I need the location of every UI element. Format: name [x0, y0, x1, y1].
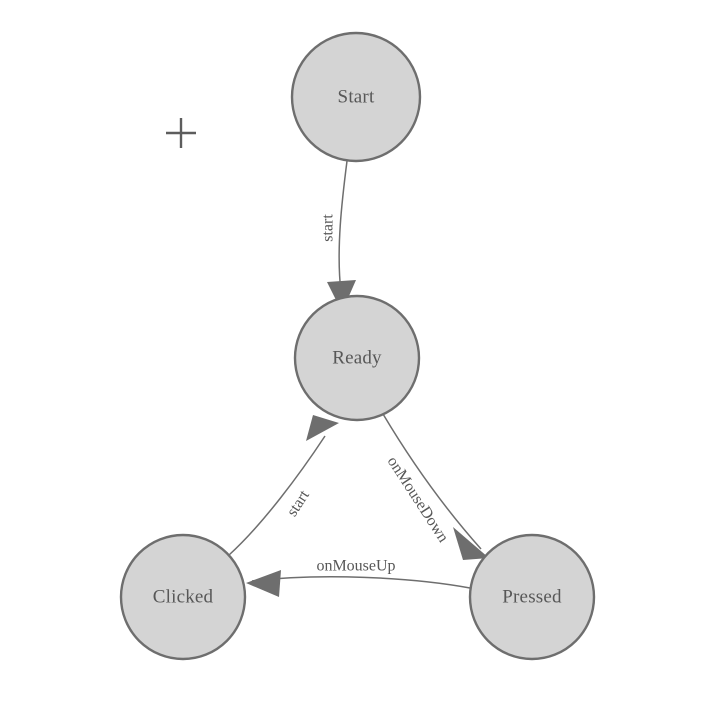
node-start[interactable]: Start — [290, 31, 422, 163]
edge-path — [251, 576, 471, 589]
edge-path — [382, 413, 482, 550]
edge-label-pressed-to-clicked: onMouseUp — [316, 558, 395, 575]
edge-pressed-to-clicked[interactable]: onMouseUp — [246, 558, 471, 597]
edge-layer: start onMouseDown onMouseUp start — [228, 160, 489, 597]
node-ready[interactable]: Ready — [293, 294, 421, 422]
node-pressed[interactable]: Pressed — [468, 533, 596, 661]
edge-label-clicked-to-ready: start — [284, 487, 314, 520]
node-layer: Start Ready Clicked Pressed — [119, 31, 596, 661]
edge-start-to-ready[interactable]: start — [320, 160, 356, 312]
node-circle[interactable] — [119, 533, 247, 661]
edge-ready-to-pressed[interactable]: onMouseDown — [382, 413, 489, 560]
node-label-ready: Ready — [332, 347, 382, 368]
node-circle[interactable] — [290, 31, 422, 163]
node-label-clicked: Clicked — [153, 586, 214, 607]
node-circle[interactable] — [293, 294, 421, 422]
edge-path — [228, 435, 326, 556]
edge-path — [338, 160, 348, 293]
crosshair-icon — [166, 118, 196, 148]
node-clicked[interactable]: Clicked — [119, 533, 247, 661]
edge-label-start-to-ready: start — [320, 214, 337, 242]
arrowhead-icon — [306, 415, 339, 441]
node-label-pressed: Pressed — [502, 586, 562, 607]
arrowhead-icon — [246, 570, 281, 597]
node-label-start: Start — [338, 86, 375, 107]
arrowhead-icon — [327, 280, 356, 312]
edge-clicked-to-ready[interactable]: start — [228, 415, 339, 556]
arrowhead-icon — [453, 527, 489, 560]
node-circle[interactable] — [468, 533, 596, 661]
